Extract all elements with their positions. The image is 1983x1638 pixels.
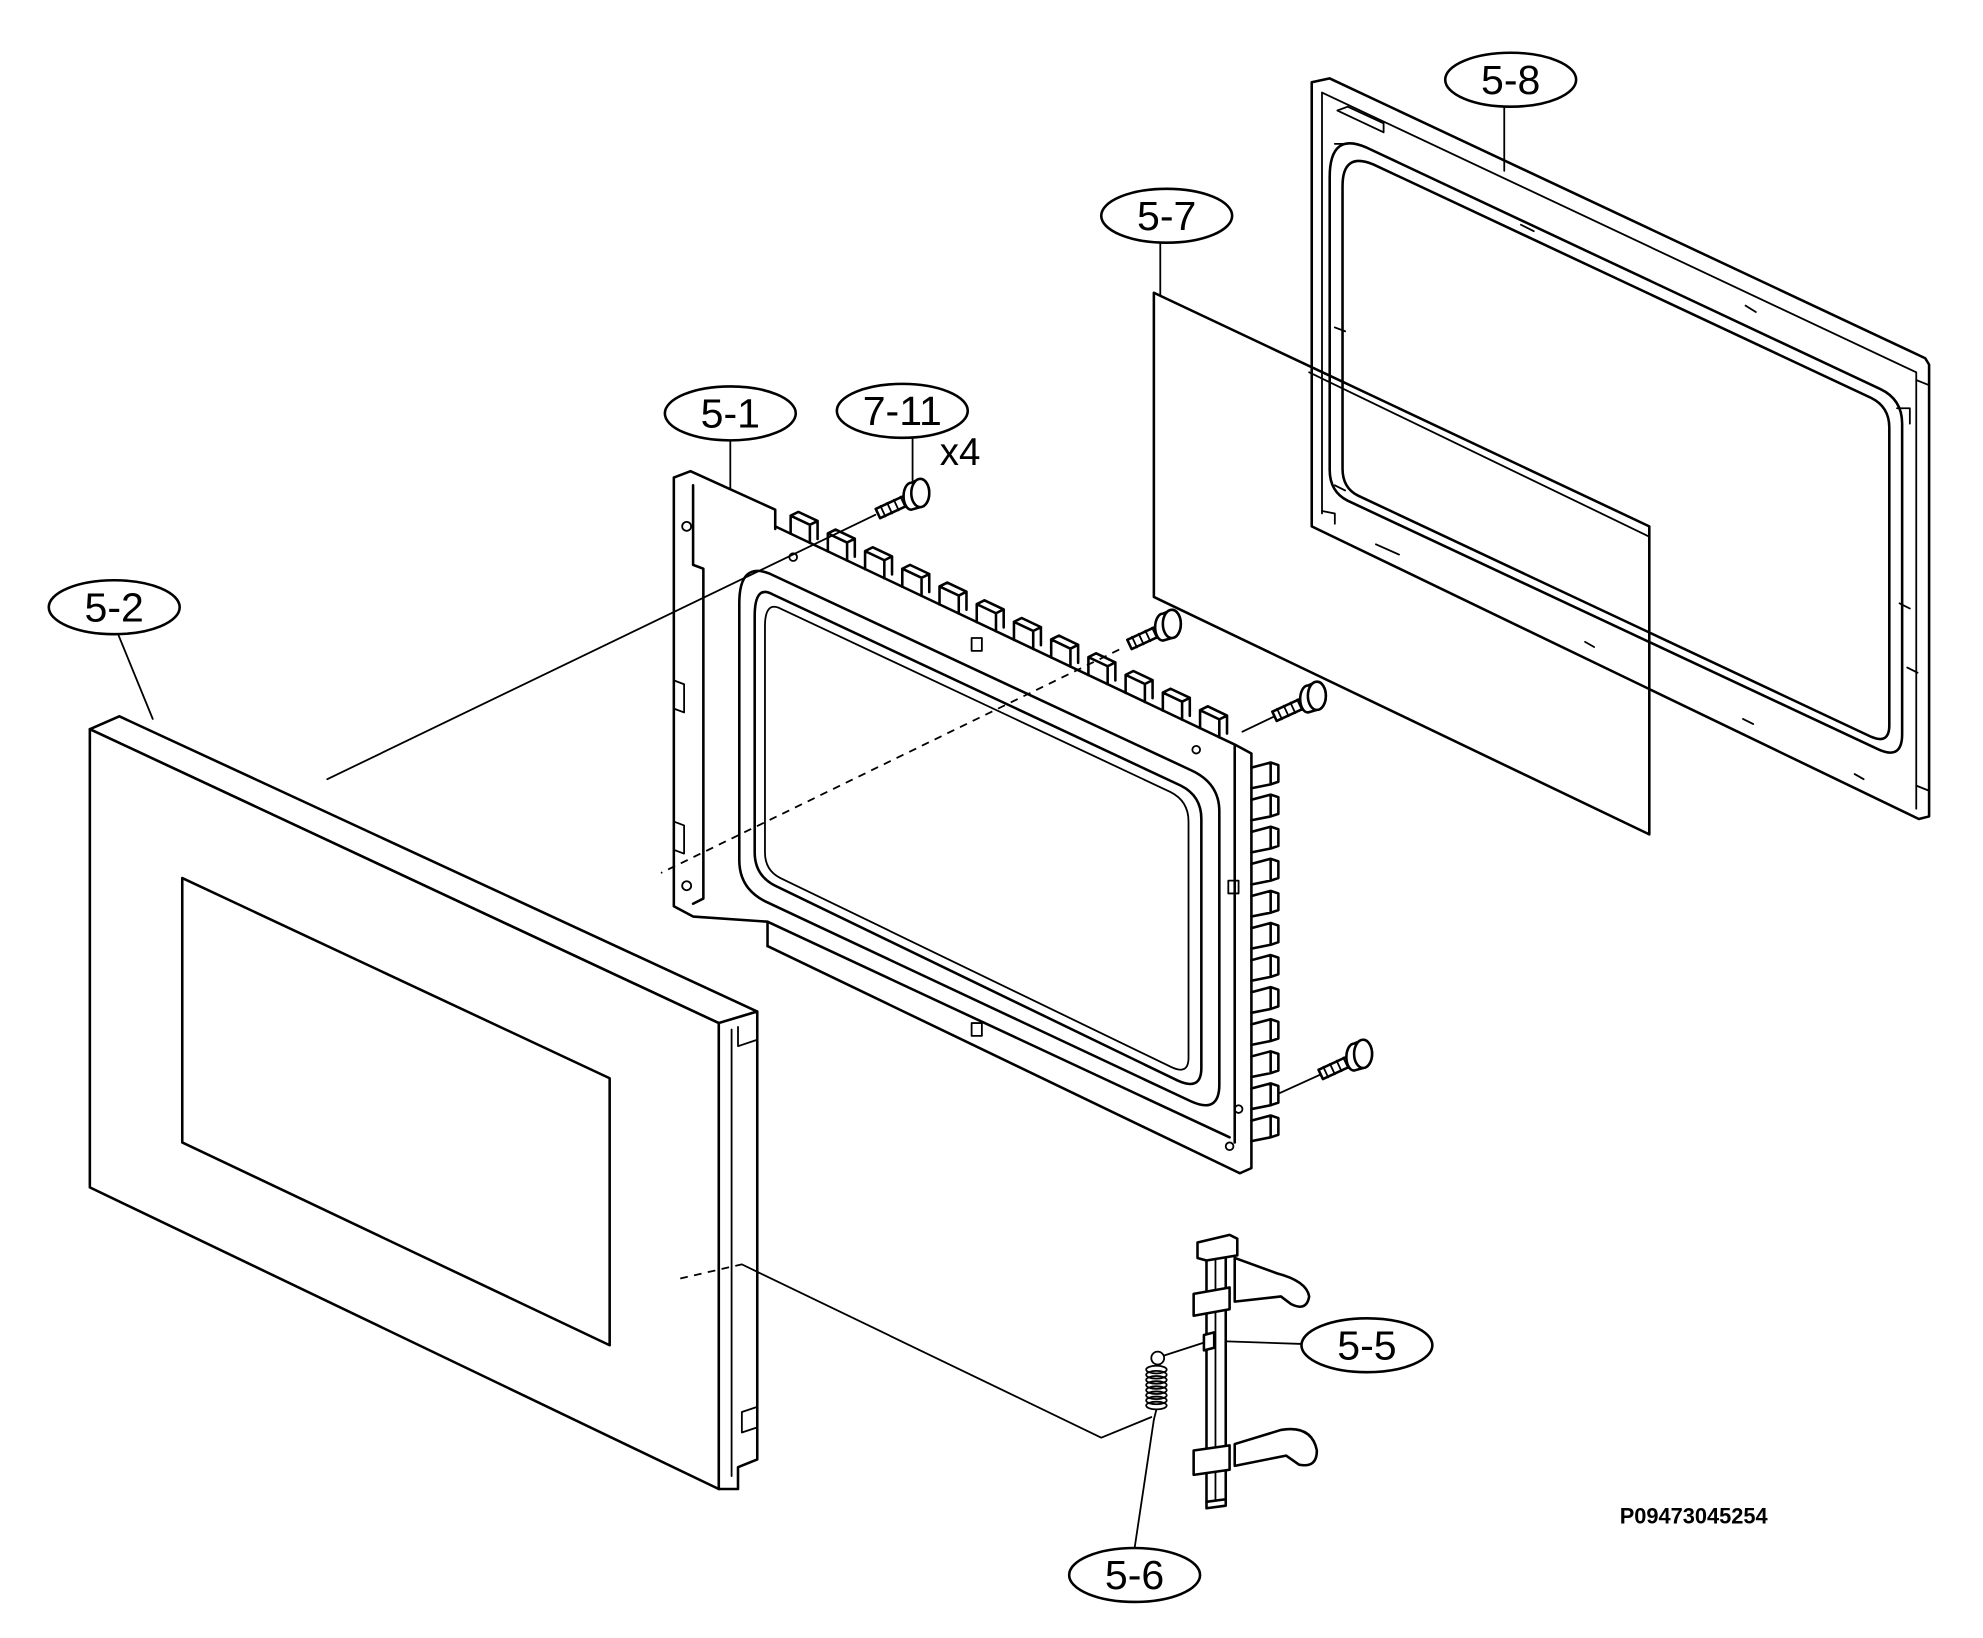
part-5-7-panel bbox=[1152, 291, 1651, 836]
spring-coil bbox=[1145, 1370, 1168, 1380]
spring-tail bbox=[1152, 1408, 1158, 1421]
chassis-window-glass-edge bbox=[764, 605, 1190, 1071]
screw-7-11 bbox=[1317, 1038, 1374, 1081]
callout-5-8: 5-8 bbox=[1443, 51, 1578, 108]
callout-label: 5-7 bbox=[1137, 193, 1196, 239]
drawing-number: P09473045254 bbox=[1620, 1504, 1768, 1529]
chassis-top-tabs bbox=[789, 510, 1229, 739]
frame-tab-marks bbox=[1321, 105, 1930, 792]
spring-link-line bbox=[1163, 1341, 1205, 1357]
screw-thread bbox=[879, 495, 907, 518]
leader-line-5-5 bbox=[1226, 1340, 1303, 1345]
callout-bubble bbox=[47, 578, 181, 636]
screw-7-11 bbox=[1126, 608, 1183, 651]
frame-lip bbox=[1321, 91, 1918, 810]
screw-thread bbox=[1276, 698, 1303, 721]
latch-upper-tab bbox=[1192, 1286, 1231, 1317]
chassis-slot bbox=[1227, 879, 1240, 895]
chassis-slot bbox=[970, 1022, 983, 1037]
callout-bubble bbox=[663, 385, 798, 442]
screw-7-11 bbox=[874, 477, 931, 520]
leader-line-5-6 bbox=[1133, 1418, 1155, 1549]
screw-thread bbox=[1131, 626, 1158, 649]
assembly-line bbox=[740, 1263, 1153, 1439]
screw-head-face bbox=[1306, 680, 1328, 712]
part-5-5-latch bbox=[1192, 1233, 1319, 1510]
quantity-label: x4 bbox=[940, 431, 981, 474]
spring-coil bbox=[1145, 1375, 1168, 1385]
chassis-window-inner bbox=[753, 590, 1203, 1086]
chassis-slot bbox=[970, 637, 983, 652]
assembly-line bbox=[1277, 1073, 1322, 1095]
chassis-screw-hole bbox=[1233, 1104, 1244, 1114]
screw-head-face bbox=[1352, 1038, 1374, 1070]
callout-label: 5-1 bbox=[701, 391, 760, 437]
chassis-flange bbox=[672, 469, 777, 948]
callout-bubble bbox=[1099, 187, 1234, 244]
frame-opening-inner bbox=[1341, 159, 1891, 741]
callout-5-2: 5-2 bbox=[47, 578, 181, 636]
part-5-8-frame bbox=[1310, 77, 1931, 821]
spring-coil bbox=[1145, 1400, 1168, 1411]
screw-head-face bbox=[909, 477, 931, 509]
chassis-hole bbox=[681, 520, 693, 532]
chassis-screw-hole bbox=[1224, 1141, 1235, 1152]
assembly-line-hidden bbox=[680, 1263, 743, 1280]
spring-top-loop bbox=[1150, 1350, 1166, 1366]
latch-bottom-end bbox=[1205, 1497, 1228, 1510]
callout-bubble bbox=[1443, 51, 1578, 108]
front-panel-face bbox=[88, 727, 721, 1491]
callout-label: 7-11 bbox=[863, 388, 942, 434]
chassis-side-tabs bbox=[1250, 761, 1280, 1143]
latch-lower-tab bbox=[1192, 1444, 1231, 1477]
callout-7-11: 7-11 x4 bbox=[835, 382, 981, 474]
screw-thread bbox=[1322, 1056, 1350, 1079]
assembly-line-hidden bbox=[660, 648, 1120, 874]
callout-5-1: 5-1 bbox=[663, 385, 798, 442]
latch-top-cap bbox=[1196, 1233, 1239, 1262]
chassis-screw-hole bbox=[788, 552, 798, 562]
callout-label: 5-2 bbox=[85, 584, 144, 630]
front-panel-side-face bbox=[717, 1010, 759, 1491]
callout-bubble bbox=[835, 382, 970, 440]
assembly-line bbox=[1241, 715, 1276, 733]
leader-line-5-2 bbox=[117, 633, 154, 720]
latch-top-hook bbox=[1233, 1256, 1311, 1308]
front-panel-side-details bbox=[730, 1026, 759, 1478]
callout-5-7: 5-7 bbox=[1099, 187, 1234, 244]
chassis-screw-hole bbox=[1191, 744, 1201, 755]
chassis-hole bbox=[681, 880, 693, 892]
callout-bubble bbox=[1300, 1316, 1434, 1374]
screw-head-face bbox=[1161, 608, 1183, 640]
part-5-6-spring bbox=[1145, 1341, 1205, 1421]
callout-label: 5-5 bbox=[1337, 1322, 1396, 1368]
part-5-1-chassis bbox=[672, 469, 1280, 1175]
latch-spring-hook bbox=[1202, 1331, 1216, 1352]
spring-coil bbox=[1145, 1395, 1168, 1406]
callout-bubble bbox=[1067, 1546, 1202, 1604]
chassis-window-outer bbox=[738, 569, 1221, 1107]
callout-5-5: 5-5 bbox=[1300, 1316, 1434, 1374]
latch-bottom-hook bbox=[1233, 1427, 1319, 1468]
callout-label: 5-6 bbox=[1105, 1552, 1164, 1598]
spring-coil bbox=[1145, 1390, 1168, 1401]
frame-opening-outer bbox=[1328, 142, 1904, 754]
assembly-line bbox=[326, 513, 877, 781]
spring-coil bbox=[1145, 1385, 1168, 1395]
chassis-flange-notches bbox=[672, 679, 686, 855]
frame-outer-outline bbox=[1310, 77, 1931, 821]
callout-label: 5-8 bbox=[1481, 57, 1540, 103]
part-5-2-front-panel bbox=[88, 715, 759, 1491]
assembly-line bbox=[1308, 371, 1651, 538]
spring-coil bbox=[1145, 1380, 1168, 1390]
spring-coil bbox=[1145, 1364, 1168, 1375]
callout-5-6: 5-6 bbox=[1067, 1546, 1202, 1604]
screw-7-11 bbox=[1271, 680, 1328, 723]
front-panel-window bbox=[180, 876, 611, 1347]
